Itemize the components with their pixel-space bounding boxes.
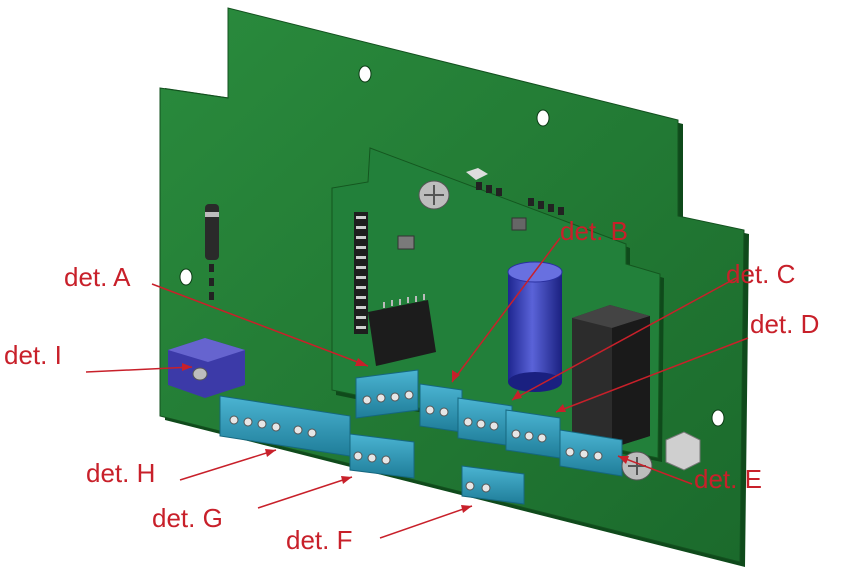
mounting-hole bbox=[358, 65, 372, 83]
callout-arrow-c bbox=[512, 390, 522, 400]
standoff bbox=[665, 431, 701, 471]
callout-arrow-d bbox=[556, 404, 566, 412]
pin-header bbox=[354, 212, 368, 334]
mounting-hole bbox=[536, 109, 550, 127]
screw-top bbox=[418, 180, 450, 210]
callout-line-i bbox=[85, 366, 193, 373]
terminal-blocks bbox=[219, 369, 623, 505]
smd-components bbox=[397, 168, 564, 250]
label-det-e: det. E bbox=[694, 464, 762, 494]
terminal-block-c bbox=[457, 397, 513, 447]
callout-line-g bbox=[257, 476, 353, 509]
terminal-block-a bbox=[355, 369, 419, 419]
callout-line-d bbox=[555, 337, 749, 413]
callout-arrow-g bbox=[341, 476, 352, 484]
label-det-d: det. D bbox=[750, 309, 819, 339]
callout-line-h bbox=[179, 449, 277, 481]
callout-arrow-e bbox=[618, 456, 629, 464]
terminal-block-e bbox=[559, 429, 623, 477]
label-det-a: det. A bbox=[64, 262, 131, 292]
label-det-g: det. G bbox=[152, 503, 223, 533]
label-det-f: det. F bbox=[286, 525, 352, 555]
callout-line-b bbox=[451, 237, 561, 383]
mounting-hole bbox=[179, 268, 193, 286]
callout-lines bbox=[85, 237, 749, 539]
callout-arrow-a bbox=[355, 358, 368, 366]
terminal-block-f bbox=[461, 465, 525, 505]
terminal-block-g bbox=[349, 433, 415, 479]
callout-arrow-f bbox=[461, 505, 472, 513]
callout-line-f bbox=[379, 505, 473, 539]
terminal-block-b bbox=[419, 383, 463, 433]
label-det-h: det. H bbox=[86, 458, 155, 488]
potentiometer bbox=[168, 338, 245, 398]
mounting-hole bbox=[711, 409, 725, 427]
terminal-block-d bbox=[505, 409, 561, 459]
label-det-c: det. C bbox=[726, 259, 795, 289]
capacitor bbox=[507, 261, 563, 392]
relay bbox=[572, 305, 650, 448]
callout-line-e bbox=[617, 455, 693, 485]
callout-arrow-i bbox=[182, 363, 192, 371]
callout-arrow-b bbox=[452, 370, 460, 382]
callout-line-a bbox=[151, 283, 369, 367]
ic-chip bbox=[368, 294, 436, 366]
callout-arrow-h bbox=[265, 449, 276, 457]
label-det-b: det. B bbox=[560, 216, 628, 246]
label-det-i: det. I bbox=[4, 340, 62, 370]
terminal-block-h bbox=[219, 395, 351, 457]
mounting-holes bbox=[179, 65, 725, 427]
screw-right bbox=[621, 451, 653, 481]
diode bbox=[205, 204, 219, 300]
callout-line-c bbox=[511, 277, 737, 401]
